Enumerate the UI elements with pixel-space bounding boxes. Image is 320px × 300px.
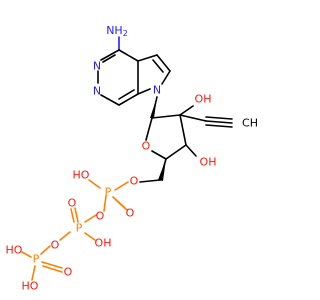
atom-ho-alpha: HO bbox=[73, 169, 90, 182]
bond-palpha-odouble-2 bbox=[115, 199, 128, 211]
atom-oh-c2prime: OH bbox=[195, 93, 212, 106]
bond-alkyne-2 bbox=[205, 116, 233, 120]
bond-oring-c1prime bbox=[145, 117, 153, 141]
atom-oh-c3prime: OH bbox=[200, 156, 217, 169]
bond-c4-n3-double bbox=[102, 54, 116, 63]
bond-alkyne-1 bbox=[205, 120, 233, 124]
atom-ch-terminal: CH bbox=[242, 117, 258, 130]
atom-p-beta: P bbox=[76, 222, 83, 235]
atom-o-beta-double: O bbox=[68, 197, 77, 210]
bond-c2prime-c3prime bbox=[179, 114, 187, 146]
atom-o-alpha-double: O bbox=[126, 207, 135, 220]
bond-c5side-c4 bbox=[118, 49, 139, 62]
chemical-structure-diagram: NH2 N N N O OH CH OH O P HO O O P O OH O… bbox=[6, 24, 258, 293]
atom-p-gamma: P bbox=[33, 253, 40, 266]
atom-o-gamma-double: O bbox=[64, 266, 73, 279]
atom-oh-beta: OH bbox=[95, 237, 112, 250]
bond-c2prime-oh bbox=[179, 105, 194, 116]
bond-c2prime-alkyne bbox=[179, 114, 207, 122]
bond-c3prime-oh bbox=[185, 144, 197, 157]
bond-c5prime-o bbox=[139, 179, 161, 183]
bond-c4a-c5 bbox=[137, 54, 158, 62]
bond-pgamma-ho-top bbox=[21, 251, 32, 258]
bond-obridge-pbeta bbox=[84, 214, 97, 223]
bond-pgamma-odouble bbox=[41, 261, 63, 269]
atom-n-glycosidic: N bbox=[153, 84, 161, 97]
atom-o-bridge-1: O bbox=[96, 210, 105, 223]
atom-labels: NH2 N N N O OH CH OH O P HO O O P O OH O… bbox=[6, 24, 258, 293]
bond-n7-c7a bbox=[137, 88, 151, 95]
atom-o-ring: O bbox=[142, 140, 151, 153]
atom-amine: NH2 bbox=[106, 24, 128, 38]
atom-ho-gamma-bottom: HO bbox=[22, 280, 39, 293]
bond-pbeta-obridge2 bbox=[59, 231, 71, 241]
bond-c6-n7 bbox=[161, 70, 171, 85]
atom-n-ring-bottom: N bbox=[93, 85, 101, 98]
bond-c7a-c4a bbox=[118, 93, 139, 106]
atom-ho-gamma-top: HO bbox=[6, 244, 23, 257]
bond-alkyne-3 bbox=[205, 124, 233, 128]
bond-c5-c6 bbox=[156, 54, 171, 72]
atom-o-bridge-2: O bbox=[51, 239, 60, 252]
wedge-c1prime bbox=[150, 97, 157, 118]
bond-palpha-ho bbox=[88, 179, 101, 189]
bond-pgamma-odouble-2 bbox=[42, 265, 63, 273]
bond-pbeta-odouble bbox=[74, 207, 79, 223]
bond-c1prime-c2prime bbox=[151, 114, 181, 119]
bond-n1-c7a bbox=[100, 94, 120, 106]
bond-pbeta-odouble-2 bbox=[70, 208, 75, 223]
bond-obridge2-pgamma bbox=[40, 245, 51, 255]
bond-c7a-c4a-double bbox=[118, 89, 135, 100]
atom-o-ester: O bbox=[130, 175, 139, 188]
bond-c4-n3 bbox=[100, 49, 120, 61]
atom-n-ring-top: N bbox=[93, 60, 101, 73]
bond-layer bbox=[21, 36, 233, 281]
stereo-wedges bbox=[150, 97, 166, 181]
bond-c3prime-c4prime bbox=[165, 144, 187, 160]
wedge-c4prime bbox=[158, 159, 166, 181]
bond-pgamma-ho-bottom bbox=[31, 265, 36, 281]
bond-o-palpha bbox=[114, 181, 129, 191]
atom-p-alpha: P bbox=[105, 186, 112, 199]
bond-pbeta-oh bbox=[84, 232, 96, 241]
bond-palpha-obridge bbox=[103, 195, 107, 212]
bond-c5-c6-double bbox=[152, 59, 164, 73]
bond-c4prime-oring bbox=[151, 150, 167, 160]
